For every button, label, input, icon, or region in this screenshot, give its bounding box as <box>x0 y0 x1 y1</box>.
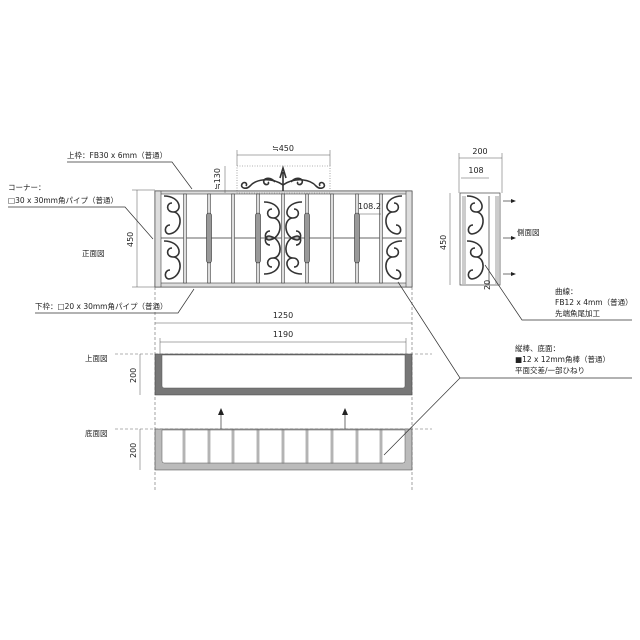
vertical-bar <box>330 193 334 284</box>
bottom-depth-dim: 200 <box>129 443 138 458</box>
bottom-bar <box>305 429 309 464</box>
bars-spec: ■12 x 12mm角棒（普通） <box>515 354 610 364</box>
bottom-bar <box>379 429 383 464</box>
ornament-height-dim: ≒130 <box>213 168 222 190</box>
twisted-bar <box>354 212 360 264</box>
top-rail-label: 上枠：FB30 x 6mm（普通） <box>67 150 167 160</box>
twisted-bar <box>206 212 212 264</box>
arrow-right-icon <box>511 199 516 203</box>
vertical-bar <box>281 193 285 284</box>
vertical-bar <box>183 193 187 284</box>
left-corner-post <box>154 190 162 288</box>
curve-spec: FB12 x 4mm（普通） <box>555 297 633 307</box>
scroll-icon <box>285 235 303 275</box>
side-view: 200 108 450 20 側面図 <box>439 147 540 290</box>
bottom-rail <box>154 282 413 288</box>
bottom-view: 底面図 200 <box>85 428 432 471</box>
bars-note: 平面交差/一部ひねり <box>515 365 585 375</box>
side-height-dim: 450 <box>439 235 448 250</box>
side-inner-dim: 108 <box>468 166 483 175</box>
scroll-ornaments <box>163 195 403 280</box>
twisted-bar <box>304 212 310 264</box>
vertical-bar <box>231 193 235 284</box>
cell-width-dim: 108.2 <box>358 202 381 211</box>
bottom-bar <box>207 429 211 464</box>
scroll-icon <box>385 240 403 280</box>
front-height-dim: 450 <box>126 232 135 247</box>
overall-length-dim: 1250 <box>273 311 293 320</box>
scroll-icon <box>263 235 281 275</box>
ornament-width-dim: ≒450 <box>272 144 294 153</box>
twisted-bar <box>255 212 261 264</box>
bottom-bar <box>281 429 285 464</box>
top-view: 上面図 200 <box>85 353 432 396</box>
bottom-bar <box>355 429 359 464</box>
side-bottom-dim: 20 <box>483 280 492 290</box>
arrow-right-icon <box>511 236 516 240</box>
corner-spec: □30 x 30mm角パイプ（普通） <box>8 195 118 205</box>
top-depth-dim: 200 <box>129 368 138 383</box>
front-view: ≒450 ≒130 108.2 450 <box>126 144 413 490</box>
bottom-bar <box>231 429 235 464</box>
scroll-icon <box>163 240 181 280</box>
bottom-view-label: 底面図 <box>85 428 108 438</box>
arrow-up-icon <box>218 408 224 415</box>
side-view-label: 側面図 <box>517 227 540 237</box>
scroll-icon <box>466 195 484 235</box>
vertical-bar <box>379 193 383 284</box>
bottom-bar <box>256 429 260 464</box>
bottom-rail-label: 下枠：□20 x 30mm角パイプ（普通） <box>35 301 168 311</box>
front-view-label: 正面図 <box>82 249 105 258</box>
arrow-right-icon <box>511 272 516 276</box>
scroll-icon <box>263 201 281 241</box>
arrow-up-icon <box>342 408 348 415</box>
top-rail <box>154 190 413 195</box>
corner-title: コーナー： <box>8 183 46 192</box>
vertical-bars <box>183 193 383 284</box>
scroll-icon <box>385 195 403 235</box>
curve-note: 先端魚尾加工 <box>555 308 600 318</box>
curve-title: 曲線： <box>555 286 578 296</box>
top-view-label: 上面図 <box>85 354 108 363</box>
right-corner-post <box>405 190 413 288</box>
side-width-dim: 200 <box>472 147 487 156</box>
top-ornament <box>240 165 326 191</box>
inner-length-dim: 1190 <box>273 330 293 339</box>
bars-title: 縦棒、底面： <box>515 343 560 353</box>
bottom-bar <box>330 429 334 464</box>
scroll-icon <box>163 195 181 235</box>
scroll-icon <box>466 240 484 280</box>
scroll-icon <box>285 201 303 241</box>
bottom-bar <box>182 429 186 464</box>
